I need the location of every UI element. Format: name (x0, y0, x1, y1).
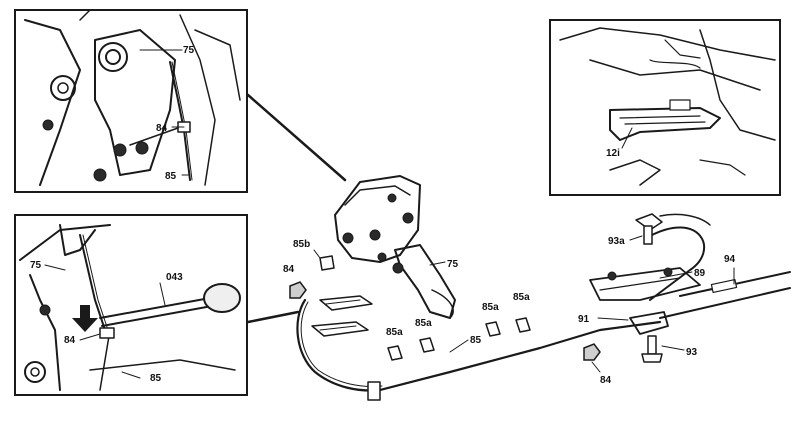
callout-main-85a-1: 85a (386, 327, 403, 338)
pedal-bracket (334, 175, 421, 263)
callout-main-85a-4: 85a (513, 292, 530, 303)
callout-main-85: 85 (470, 335, 482, 346)
pedal-arm (394, 244, 456, 319)
callout-main-85a-2: 85a (415, 318, 432, 329)
callout-main-85a-3: 85a (482, 302, 499, 313)
equalizer-assembly: 93a 89 94 91 93 (578, 213, 791, 386)
detail-panel-pedal-cable-top: 75 84 85 (14, 9, 248, 193)
callout-main-84-bottom: 84 (600, 375, 612, 386)
clip-85a-2: 85a (415, 318, 435, 353)
clip-85a-3: 85a (482, 302, 501, 337)
callout-main-84-left: 84 (283, 264, 295, 275)
callout-main-91: 91 (578, 314, 590, 325)
callout-bottom-left-84: 84 (64, 335, 76, 346)
callout-main-94: 94 (724, 254, 736, 265)
leader-top-panel (246, 93, 347, 182)
leader-bottom-panel (246, 310, 300, 324)
main-assembly: 75 85b 84 85 85a (283, 175, 791, 401)
detail-panel-release-handle: 12i (549, 19, 781, 196)
grommet-85b: 85b (293, 239, 335, 271)
callout-main-85b: 85b (293, 239, 310, 250)
callout-top-left-84: 84 (156, 123, 168, 134)
callout-main-89: 89 (694, 268, 706, 279)
clip-85a-4: 85a (513, 292, 531, 333)
detail-panel-cable-adjust: 75 043 84 85 (14, 214, 248, 396)
callout-top-right-12i: 12i (606, 148, 620, 159)
callout-top-left-85: 85 (165, 171, 177, 182)
nut-84-left: 84 (283, 264, 307, 299)
callout-bottom-left-043: 043 (166, 272, 183, 283)
clip-85a-1: 85a (386, 327, 403, 361)
cable-clips-pair (311, 295, 373, 337)
callout-bottom-left-85: 85 (150, 373, 162, 384)
callout-main-93: 93 (686, 347, 698, 358)
callout-top-left-75: 75 (183, 45, 195, 56)
callout-main-93a: 93a (608, 236, 625, 247)
callout-bottom-left-75: 75 (30, 260, 42, 271)
callout-main-75: 75 (447, 259, 459, 270)
